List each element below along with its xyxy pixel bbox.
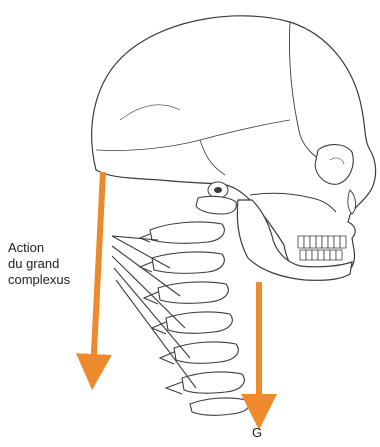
- muscle-action-label-line-2: du grand: [8, 256, 70, 272]
- muscle-action-label-line-3: complexus: [8, 272, 70, 288]
- muscle-action-label: Action du grand complexus: [8, 240, 70, 288]
- cervical-spine-illustration: [140, 196, 249, 415]
- muscle-action-arrow: [93, 172, 103, 372]
- gravity-label: G: [252, 425, 262, 441]
- muscle-action-label-line-1: Action: [8, 240, 70, 256]
